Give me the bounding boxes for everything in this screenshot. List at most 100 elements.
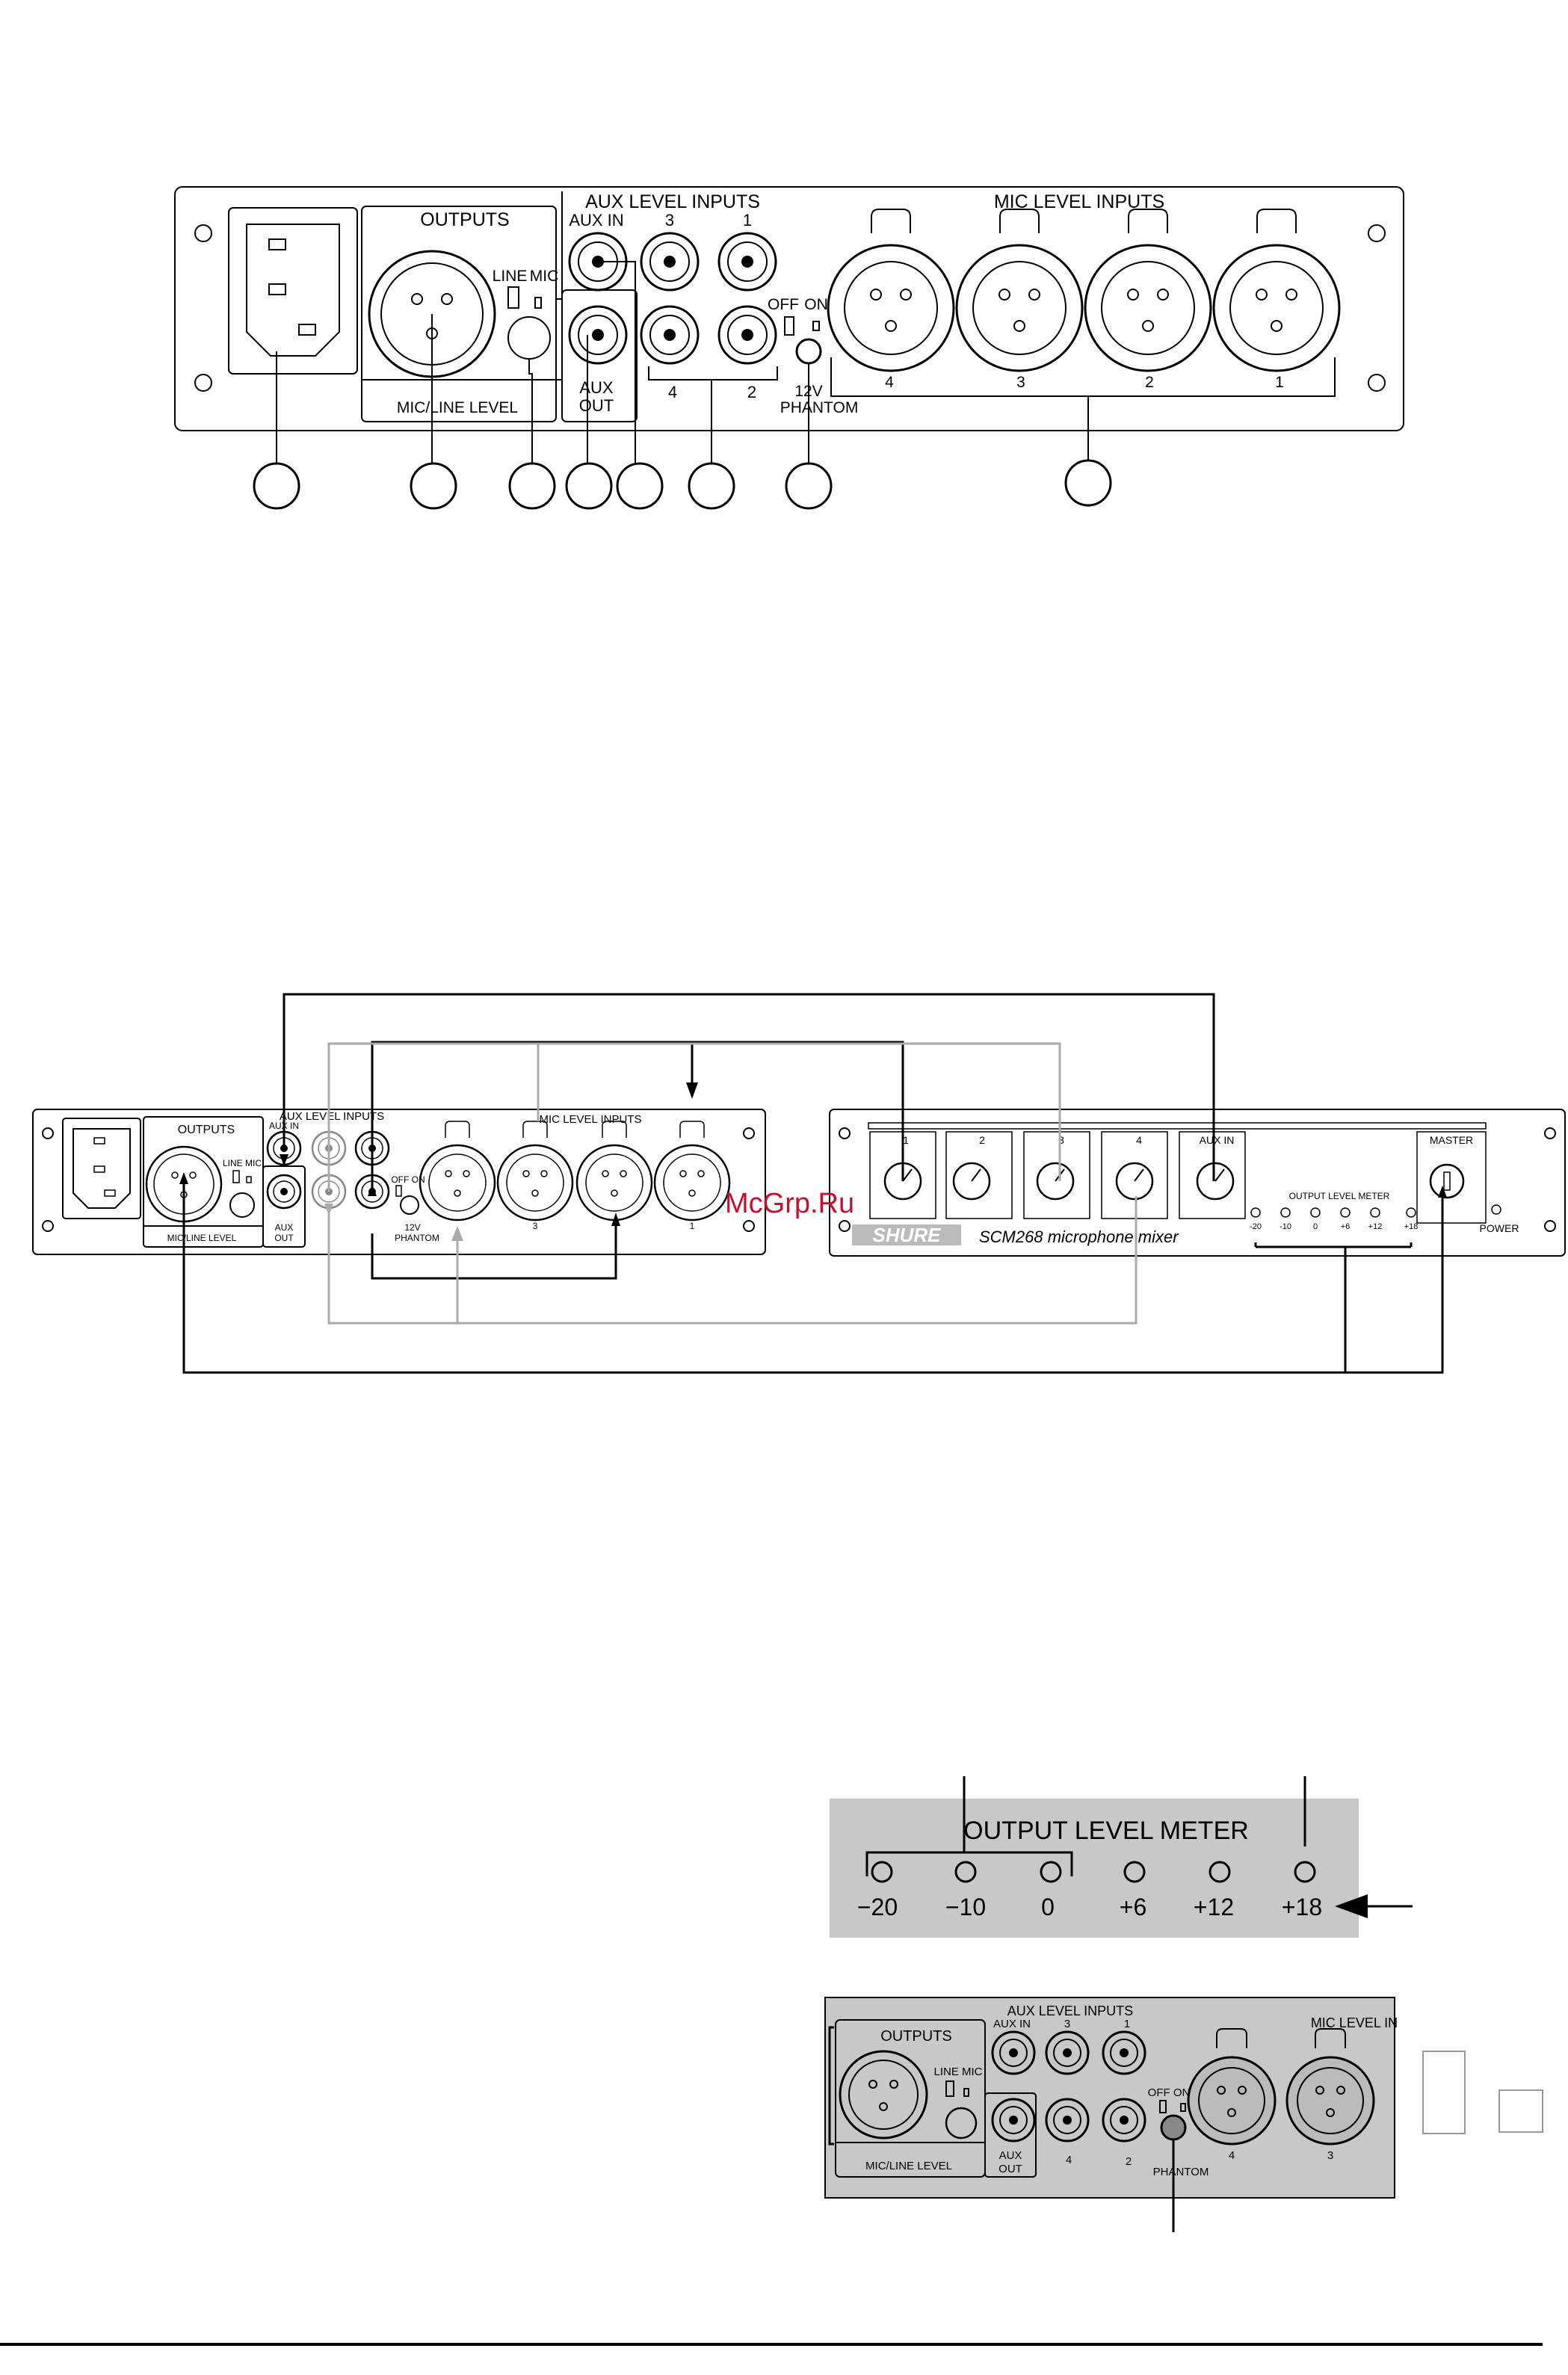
- mic-input-label: 3: [533, 1221, 538, 1231]
- meter-led: [1250, 1207, 1416, 1218]
- aux-level-inputs-label: AUX LEVEL INPUTS: [280, 1110, 384, 1123]
- power-led: [1491, 1204, 1501, 1215]
- mic-input-label: 4: [1229, 2149, 1235, 2162]
- meter-led: [871, 1861, 1316, 1883]
- rca-jack-icon[interactable]: [717, 232, 777, 292]
- empty-box: [1422, 2051, 1466, 2134]
- xlr-input-connector-icon[interactable]: [496, 1121, 574, 1222]
- xlr-input-connector-icon[interactable]: [1285, 2028, 1375, 2145]
- callout-lines: [276, 261, 1089, 463]
- switch-indicator: [246, 1176, 252, 1183]
- mic-line-level-control[interactable]: [507, 316, 551, 360]
- callout-circle: [1064, 459, 1112, 507]
- mic-line-switch[interactable]: [507, 286, 519, 309]
- line-label: LINE: [493, 268, 528, 285]
- callout-circle: [688, 462, 735, 510]
- channel-label: AUX IN: [1200, 1134, 1235, 1146]
- xlr-input-connector-icon[interactable]: [575, 1121, 653, 1222]
- rca-jack-icon[interactable]: [568, 305, 628, 365]
- xlr-input-connector-icon[interactable]: [1187, 2028, 1277, 2145]
- front-panel-trim: [868, 1122, 1487, 1130]
- phantom-off-label: OFF: [768, 296, 799, 313]
- outputs-label: OUTPUTS: [880, 2028, 952, 2045]
- xlr-input-connector-icon[interactable]: [653, 1121, 731, 1222]
- mic-line-level-label: MIC/LINE LEVEL: [167, 1233, 237, 1243]
- rca-jack-icon[interactable]: [640, 305, 700, 365]
- mic-line-switch[interactable]: [945, 2080, 954, 2097]
- mic-line-level-control[interactable]: [945, 2107, 978, 2140]
- meter-value: −10: [945, 1894, 986, 1920]
- meter-value: +6: [1120, 1894, 1146, 1920]
- meter-title: OUTPUT LEVEL METER: [963, 1817, 1249, 1845]
- aux-in-knob-module[interactable]: AUX IN: [1179, 1131, 1246, 1219]
- phantom-label: PHANTOM: [1153, 2166, 1209, 2178]
- phantom-switch[interactable]: [1159, 2100, 1167, 2113]
- mic-input-label: 1: [1275, 374, 1284, 391]
- cable-gray: [327, 1042, 1138, 1325]
- mount-hole: [1544, 1127, 1556, 1139]
- xlr-input-connector-icon[interactable]: [955, 209, 1084, 372]
- phantom-switch[interactable]: [784, 316, 794, 336]
- mic-level-inputs-label: MIC LEVEL INPUTS: [540, 1113, 642, 1126]
- rca-jack-icon[interactable]: [1045, 2030, 1090, 2075]
- line-mic-label: LINE MIC: [933, 2066, 982, 2078]
- mount-hole: [42, 1220, 54, 1232]
- phantom-off-on-label: OFF ON: [391, 1174, 425, 1185]
- meter-panel: [830, 1799, 1359, 1938]
- mic-line-switch[interactable]: [232, 1170, 240, 1183]
- mic-input-label: 4: [885, 374, 894, 391]
- xlr-input-connector-icon[interactable]: [1212, 209, 1341, 372]
- empty-box: [1498, 2089, 1543, 2133]
- rear-panel-small: [32, 1109, 766, 1255]
- outputs-box: [143, 1116, 264, 1248]
- xlr-input-connector-icon[interactable]: [827, 209, 955, 372]
- mic-input-label: 3: [1016, 374, 1025, 391]
- arrowhead-icon: [324, 1204, 463, 1241]
- rca-jack-icon[interactable]: [1102, 2098, 1146, 2143]
- rca-jack-icon[interactable]: [1102, 2030, 1146, 2075]
- phantom-off-on-label: OFF ON: [1148, 2086, 1191, 2099]
- aux-input-4-label: 4: [1066, 2154, 1072, 2166]
- aux-input-1-label: 1: [743, 211, 752, 230]
- meter-value: −20: [857, 1894, 898, 1920]
- aux-input-2-label: 2: [747, 383, 756, 401]
- bracket: [865, 1851, 1073, 1876]
- phantom-switch[interactable]: [395, 1185, 402, 1197]
- channel-2-knob-module[interactable]: 2: [945, 1131, 1013, 1219]
- switch-indicator: [963, 2088, 969, 2097]
- aux-level-inputs-label: AUX LEVEL INPUTS: [1007, 2003, 1133, 2018]
- channel-label: 3: [1058, 1134, 1064, 1146]
- master-label: MASTER: [1430, 1134, 1473, 1146]
- rca-jack-icon[interactable]: [640, 232, 700, 292]
- rca-jack-icon[interactable]: [991, 2098, 1036, 2143]
- cable-black: [182, 993, 1444, 1374]
- phantom-indicator: [812, 321, 820, 331]
- channel-3-knob-module[interactable]: 3: [1023, 1131, 1090, 1219]
- xlr-output-connector-icon[interactable]: [839, 2050, 928, 2140]
- meter-value: +18: [1404, 1222, 1419, 1231]
- line-mic-label: LINE MIC: [223, 1158, 262, 1168]
- meter-value: -10: [1280, 1222, 1291, 1231]
- phantom-on-label: ON: [804, 296, 828, 313]
- rca-jack-icon[interactable]: [991, 2030, 1036, 2075]
- mount-hole: [194, 374, 212, 392]
- rca-jack-icon[interactable]: [1045, 2098, 1090, 2143]
- meter-value: +18: [1282, 1894, 1322, 1920]
- mount-hole: [743, 1127, 755, 1139]
- callout-circle: [565, 462, 613, 510]
- xlr-input-connector-icon[interactable]: [419, 1121, 496, 1222]
- bracket: [828, 2026, 834, 2145]
- rca-jack-icon[interactable]: [266, 1174, 302, 1210]
- mic-line-level-control[interactable]: [229, 1192, 255, 1218]
- master-knob-module[interactable]: MASTER: [1416, 1131, 1487, 1224]
- meter-value: 0: [1313, 1222, 1318, 1231]
- aux-in-label: AUX IN: [569, 211, 623, 230]
- mount-hole: [1368, 224, 1386, 242]
- model-label: SCM268 microphone mixer: [979, 1227, 1179, 1246]
- rca-jack-icon[interactable]: [717, 305, 777, 365]
- channel-4-knob-module[interactable]: 4: [1101, 1131, 1168, 1219]
- shure-logo: SHURE: [852, 1224, 961, 1246]
- arrowhead-icon: [1335, 1894, 1368, 1918]
- brand-text: SHURE: [872, 1224, 941, 1246]
- xlr-input-connector-icon[interactable]: [1084, 209, 1212, 372]
